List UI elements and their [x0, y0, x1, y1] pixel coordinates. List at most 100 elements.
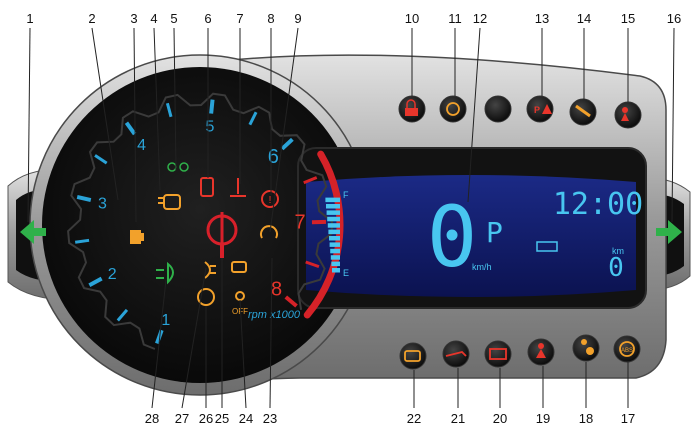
leader-line: [467, 27, 481, 203]
right-turn-arrow-icon: [656, 220, 682, 244]
callout-18: 18: [578, 411, 594, 426]
tach-gear-outline: [67, 92, 334, 350]
svg-text:ABS: ABS: [621, 348, 633, 354]
trip-unit-label: km: [612, 246, 624, 256]
scale-number-4: 4: [137, 137, 146, 154]
power-steering-lamp: [439, 95, 467, 123]
tach-tick: [88, 276, 103, 288]
callout-26: 26: [198, 411, 214, 426]
leader-lines: [27, 27, 675, 409]
fuel-empty-label: E: [343, 268, 349, 278]
fuel-segment: [327, 223, 340, 228]
callout-11: 11: [448, 11, 462, 26]
leader-line: [27, 27, 31, 223]
speed-unit-label: km/h: [472, 262, 492, 272]
scale-number-7: 7: [294, 212, 305, 234]
gear-indicator: P: [486, 216, 503, 249]
callout-24: 24: [238, 411, 254, 426]
callout-22: 22: [406, 411, 422, 426]
blank-lamp: [484, 95, 512, 123]
park-assist-lamp: P: [526, 95, 554, 123]
fuel-segment: [331, 261, 340, 267]
odometer-mode-icon: [536, 241, 558, 252]
scale-number-5: 5: [206, 119, 215, 136]
tach-tick: [124, 121, 137, 136]
svg-text:!: !: [269, 195, 272, 206]
tach-tick: [74, 238, 90, 244]
seatbelt-warning-icon: [200, 177, 214, 197]
tachometer-scale: [67, 92, 334, 350]
airbag-lamp: [572, 334, 600, 362]
front-fog-icon: [156, 261, 174, 285]
door-ajar-lamp: [569, 98, 597, 126]
rpm-unit-label: rpm x1000: [248, 309, 301, 321]
scale-number-6: 6: [268, 146, 279, 168]
tach-tick: [284, 295, 298, 308]
callout-27: 27: [174, 411, 190, 426]
callout-3: 3: [130, 11, 138, 26]
leader-line: [91, 27, 119, 201]
passenger-airbag-lamp: [614, 101, 642, 129]
leader-line: [269, 257, 273, 409]
leader-line: [153, 27, 161, 191]
stabilitrak-icon: [231, 261, 247, 273]
leader-line: [671, 27, 675, 223]
callout-21: 21: [450, 411, 466, 426]
fuel-segment: [327, 216, 340, 222]
fuel-segment: [329, 236, 340, 241]
fuel-reserve-icon: [130, 230, 144, 244]
callout-5: 5: [170, 11, 178, 26]
svg-text:OFF: OFF: [232, 307, 248, 316]
tach-tick: [76, 195, 92, 203]
tach-tick: [248, 111, 258, 126]
scale-number-8: 8: [271, 278, 282, 300]
fuel-segment: [328, 229, 340, 235]
cruise-icon: [260, 225, 278, 239]
fuel-segment: [332, 268, 340, 273]
security-lamp: [398, 95, 426, 123]
check-engine-lamp: [399, 342, 427, 370]
callout-15: 15: [620, 11, 636, 26]
callout-4: 4: [150, 11, 158, 26]
leader-line: [181, 267, 207, 409]
battery-lamp: [484, 340, 512, 368]
tach-tick: [305, 260, 320, 269]
fuel-segment: [326, 204, 340, 209]
leader-line: [133, 27, 137, 223]
callout-6: 6: [204, 11, 212, 26]
scale-number-3: 3: [98, 196, 107, 213]
needle: [206, 212, 238, 258]
callout-7: 7: [236, 11, 244, 26]
lcd-screen: [306, 175, 636, 297]
tach-tick: [94, 154, 108, 165]
fuel-segment: [329, 242, 340, 247]
oil-pressure-lamp: [442, 340, 470, 368]
clock-readout: 12:00: [553, 187, 643, 222]
fuel-segment: [330, 255, 340, 260]
callout-20: 20: [492, 411, 508, 426]
leader-line: [239, 299, 247, 409]
callout-23: 23: [262, 411, 278, 426]
seatbelt-lamp: [527, 338, 555, 366]
callout-14: 14: [576, 11, 592, 26]
tach-tick: [303, 176, 318, 185]
trip-readout: 0: [608, 253, 624, 283]
rear-fog-icon: [204, 261, 216, 279]
scale-number-1: 1: [161, 312, 170, 329]
scale-number-2: 2: [108, 266, 117, 283]
fuel-full-label: F: [343, 190, 349, 200]
callout-13: 13: [534, 11, 550, 26]
svg-text:P: P: [534, 105, 540, 115]
speed-readout: 0: [427, 188, 478, 286]
callout-10: 10: [404, 11, 420, 26]
fuel-segment: [330, 248, 340, 254]
leader-line: [269, 27, 299, 233]
callout-19: 19: [535, 411, 551, 426]
tcs-off-icon: [197, 288, 215, 306]
abs-lamp: ABS: [613, 335, 641, 363]
callout-17: 17: [620, 411, 636, 426]
callout-16: 16: [666, 11, 682, 26]
callout-2: 2: [88, 11, 96, 26]
fuel-gauge: [325, 197, 340, 273]
